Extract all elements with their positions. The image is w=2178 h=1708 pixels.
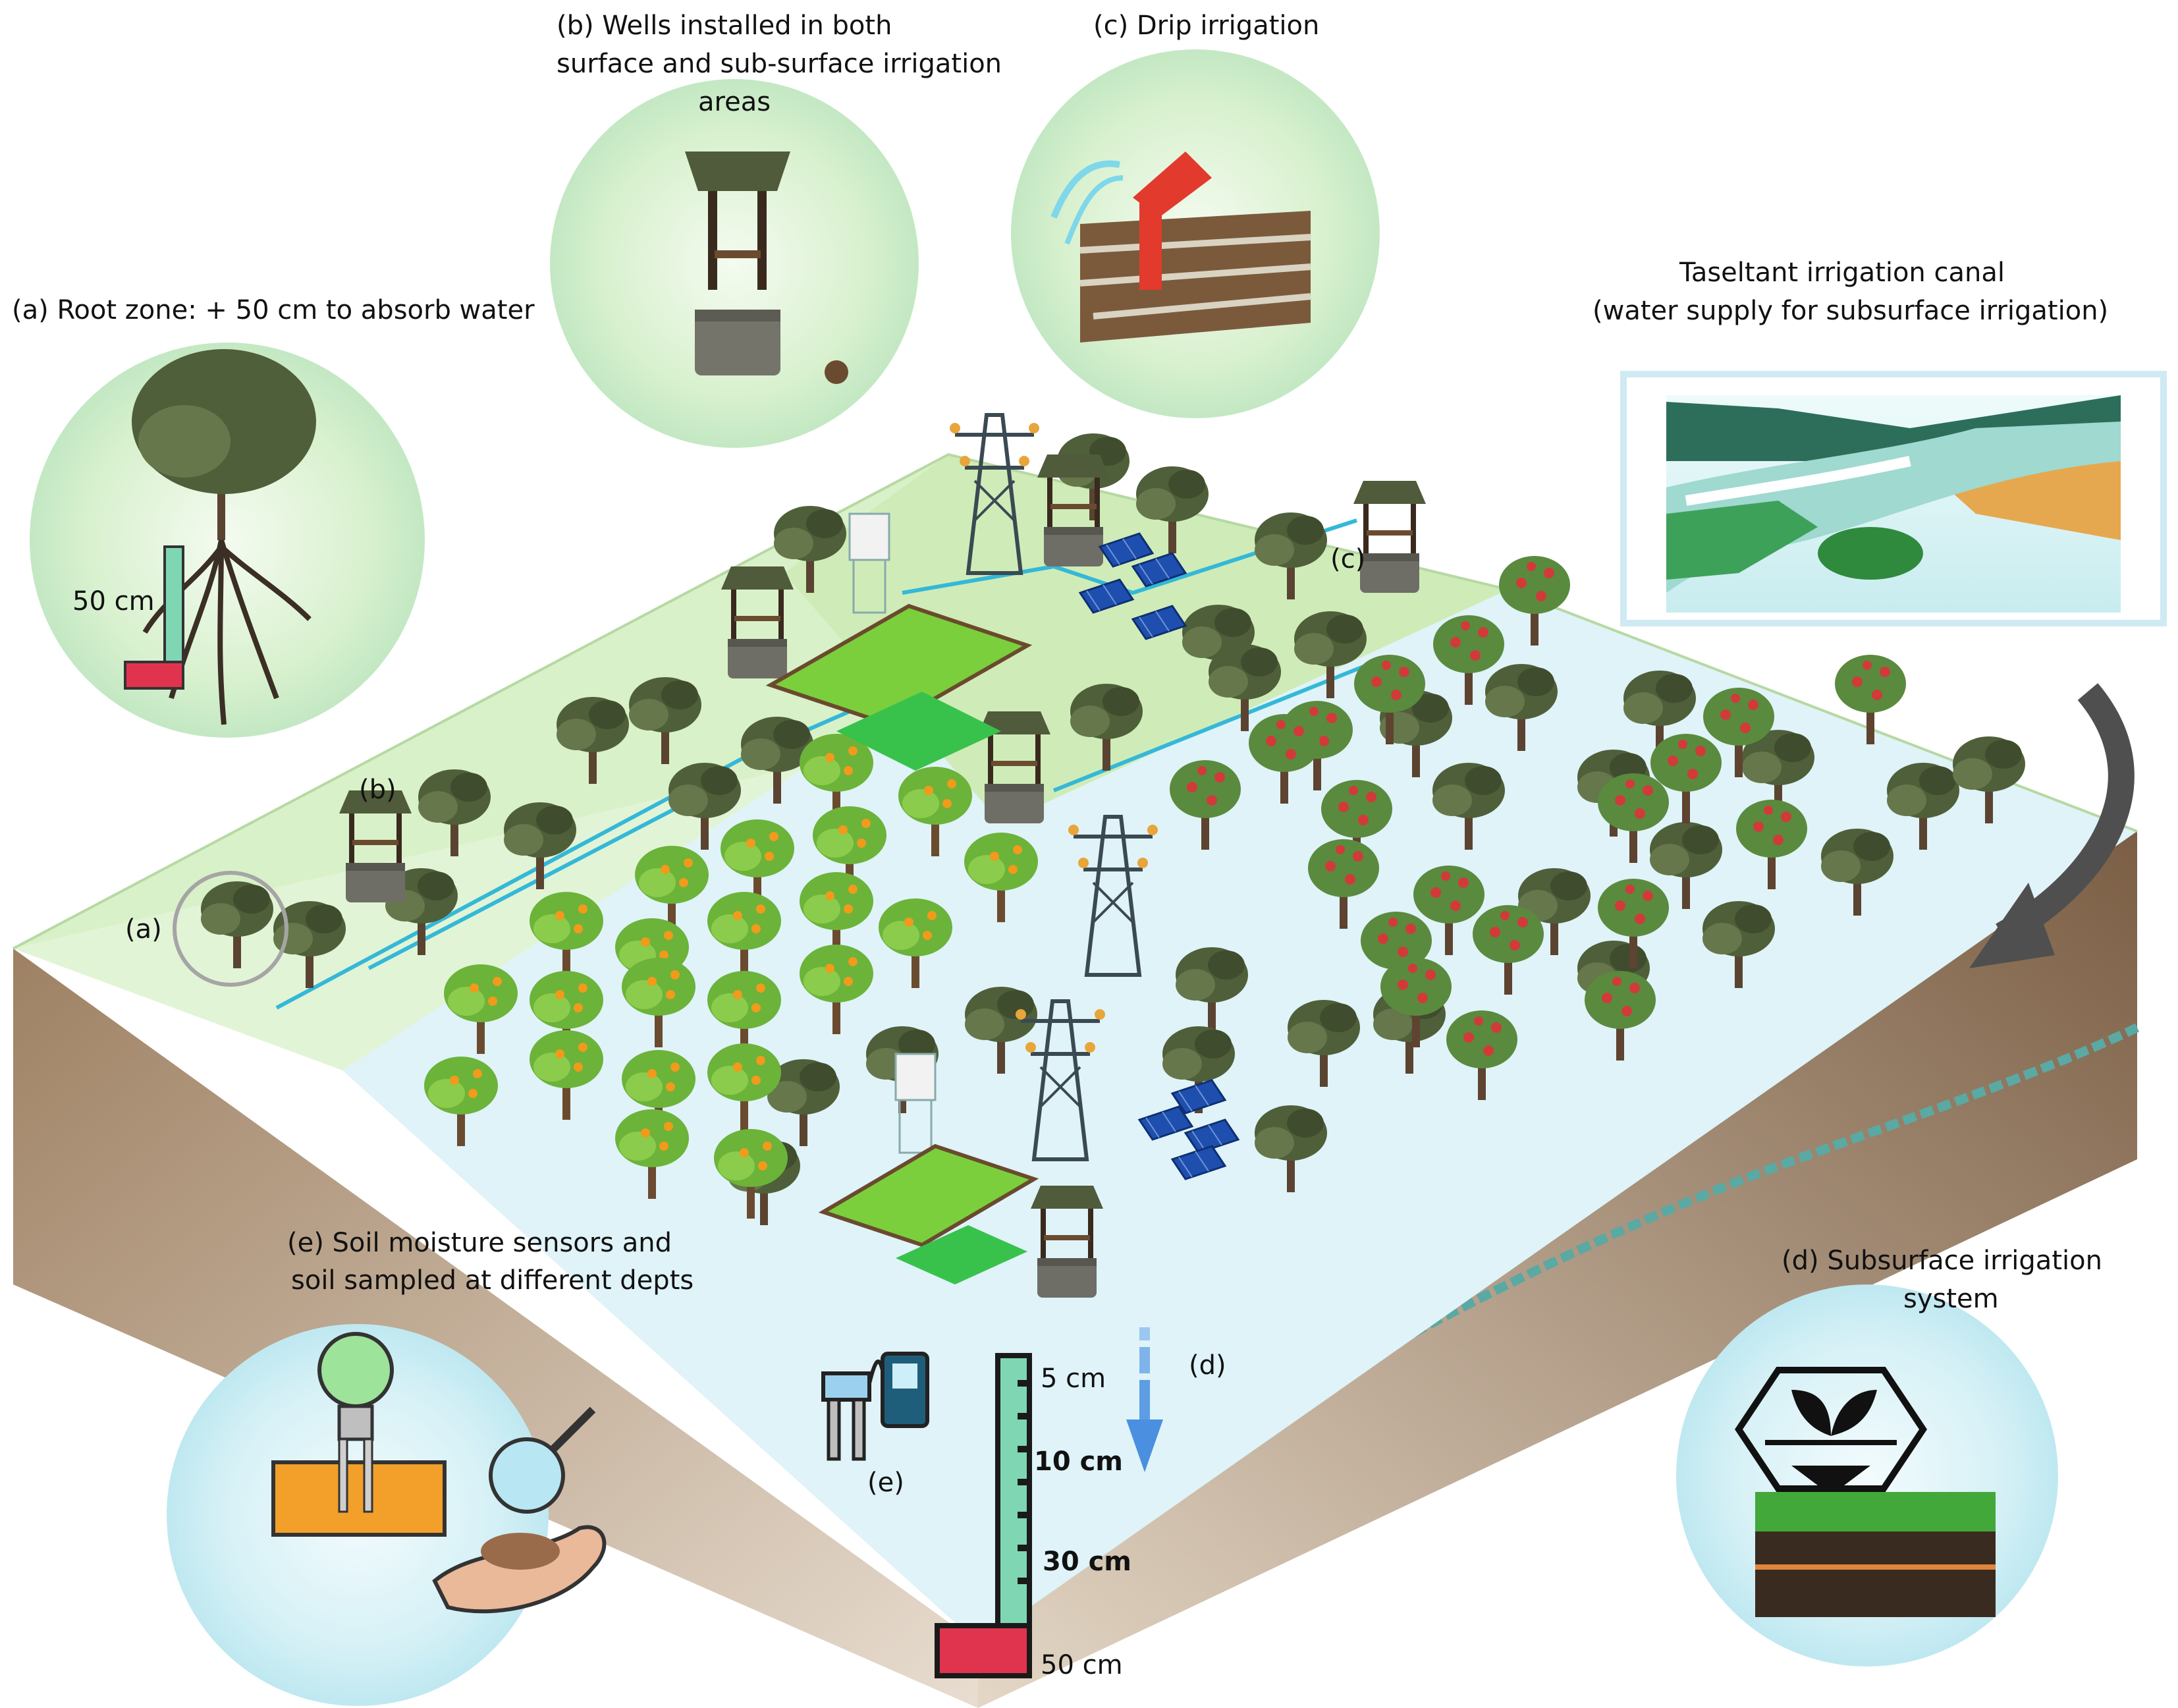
wells-caption-line2: surface and sub-surface irrigation	[557, 49, 1002, 79]
canal-caption-line1: Taseltant irrigation canal	[1679, 258, 2005, 288]
canal-caption-line2: (water supply for subsurface irrigation)	[1593, 296, 2109, 326]
soil-front-right-face	[978, 830, 2137, 1708]
subsurface-system-inset	[1676, 1284, 2058, 1667]
moisture-sensor-icon	[821, 1352, 929, 1461]
canal-inset	[1620, 371, 2167, 626]
depth-label-10cm: 10 cm	[1034, 1446, 1123, 1477]
subsurface-caption-line2: system	[1903, 1284, 1999, 1314]
depth-label-50cm: 50 cm	[1041, 1650, 1123, 1680]
map-tag-a: (a)	[125, 914, 162, 945]
soil-sensor-inset	[167, 1324, 607, 1706]
drip-caption: (c) Drip irrigation	[1093, 11, 1320, 41]
root-gauge-label: 50 cm	[72, 586, 155, 617]
wells-caption: (b) Wells installed in both	[557, 7, 892, 45]
water-tanks	[848, 512, 937, 1154]
map-tag-b: (b)	[359, 775, 396, 805]
canal-supply-arrow	[1996, 683, 2135, 947]
depth-label-30cm: 30 cm	[1043, 1547, 1131, 1577]
depth-label-5cm: 5 cm	[1041, 1364, 1106, 1394]
drip-irrigation-beds	[765, 603, 1039, 1284]
block-top-edge	[13, 453, 2138, 950]
canal-supply-arrowhead	[1969, 883, 2055, 968]
wells-caption-line1: (b) Wells installed in both	[557, 11, 892, 41]
root-zone-inset	[30, 343, 425, 738]
map-tag-d: (d)	[1189, 1350, 1226, 1381]
sensor-caption-line2: soil sampled at different depts	[291, 1265, 694, 1296]
root-zone-highlight-circle	[173, 871, 288, 987]
map-tag-e: (e)	[867, 1468, 904, 1498]
map-tag-c: (c)	[1330, 544, 1366, 574]
depth-ruler	[935, 1353, 1032, 1678]
infiltration-arrow	[1126, 1327, 1163, 1472]
root-depth-ruler	[163, 545, 184, 680]
wells-caption-line3: areas	[698, 87, 771, 117]
subsurface-caption-line1: (d) Subsurface irrigation	[1782, 1246, 2102, 1276]
sensor-caption-line1: (e) Soil moisture sensors and	[287, 1228, 672, 1258]
well-inset	[550, 79, 919, 448]
root-zone-caption: (a) Root zone: + 50 cm to absorb water	[12, 295, 535, 325]
drip-irrigation-inset	[1011, 49, 1380, 418]
soil-front-left-face	[13, 949, 978, 1708]
